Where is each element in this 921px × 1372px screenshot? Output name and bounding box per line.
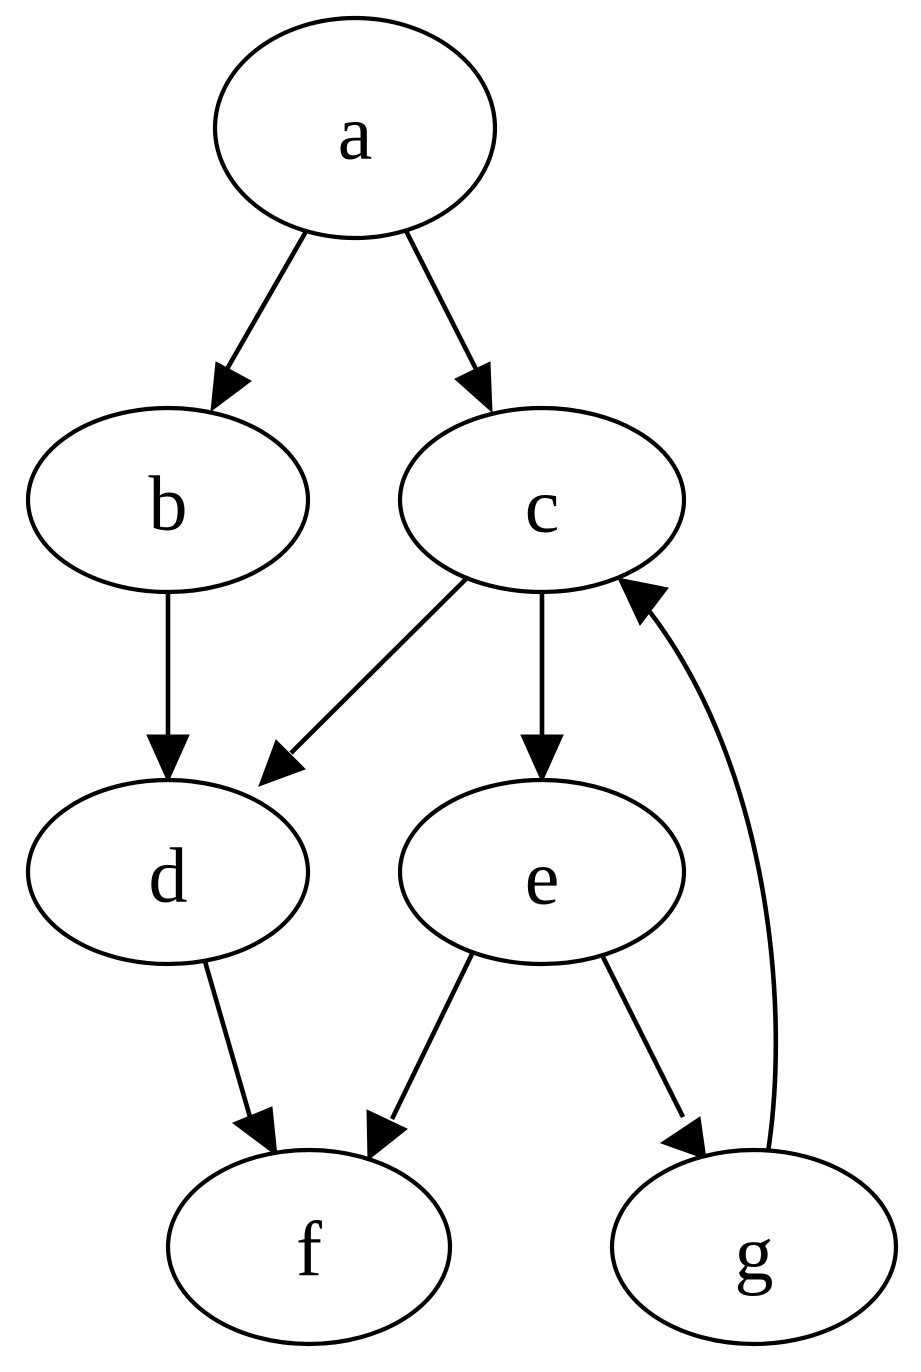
- edge-a-to-b-line: [221, 219, 314, 378]
- node-b-label: b: [149, 460, 188, 547]
- node-c-label: c: [525, 462, 560, 549]
- node-g[interactable]: g: [609, 1147, 899, 1347]
- node-f-ellipse: [165, 1147, 453, 1347]
- edge-a-to-c[interactable]: [398, 219, 493, 414]
- node-f[interactable]: f: [165, 1147, 453, 1347]
- node-g-label: g: [735, 1210, 774, 1297]
- edge-b-to-d-arrowhead: [146, 734, 190, 784]
- edge-c-to-d-line: [289, 576, 469, 755]
- node-a-label: a: [338, 89, 373, 176]
- node-e[interactable]: e: [397, 777, 687, 967]
- edge-b-to-d[interactable]: [146, 593, 190, 784]
- node-e-label: e: [525, 834, 560, 921]
- node-f-label: f: [296, 1206, 322, 1293]
- edge-d-to-f-arrowhead: [231, 1106, 278, 1158]
- node-d-ellipse: [25, 777, 311, 967]
- edge-a-to-b-arrowhead: [210, 361, 252, 413]
- node-c[interactable]: c: [397, 405, 687, 595]
- node-d-label: d: [149, 832, 188, 919]
- edge-d-to-f[interactable]: [201, 957, 278, 1158]
- edge-g-to-c-line: [648, 610, 779, 1153]
- node-d[interactable]: d: [25, 777, 311, 967]
- node-b[interactable]: b: [25, 405, 311, 595]
- node-c-ellipse: [397, 405, 687, 595]
- edge-e-to-f-arrowhead: [366, 1109, 408, 1162]
- edge-e-to-g-arrowhead: [659, 1116, 707, 1160]
- edge-c-to-e-arrowhead: [520, 734, 564, 784]
- node-a[interactable]: a: [212, 15, 498, 241]
- edge-a-to-b[interactable]: [210, 219, 314, 413]
- edge-e-to-g[interactable]: [597, 949, 707, 1160]
- node-e-ellipse: [397, 777, 687, 967]
- edge-e-to-f-line: [389, 952, 475, 1121]
- edge-e-to-g-line: [597, 949, 686, 1119]
- edge-c-to-d[interactable]: [258, 576, 469, 787]
- node-a-ellipse: [212, 15, 498, 241]
- edge-c-to-d-arrowhead: [258, 739, 306, 787]
- edge-a-to-c-arrowhead: [454, 361, 493, 414]
- edge-a-to-c-line: [398, 219, 483, 379]
- edge-e-to-f[interactable]: [366, 952, 475, 1162]
- edge-c-to-e[interactable]: [520, 593, 564, 784]
- node-g-ellipse: [609, 1147, 899, 1347]
- edge-g-to-c-arrowhead: [617, 577, 669, 626]
- edge-d-to-f-line: [201, 957, 253, 1118]
- edge-g-to-c[interactable]: [617, 577, 779, 1153]
- node-b-ellipse: [25, 405, 311, 595]
